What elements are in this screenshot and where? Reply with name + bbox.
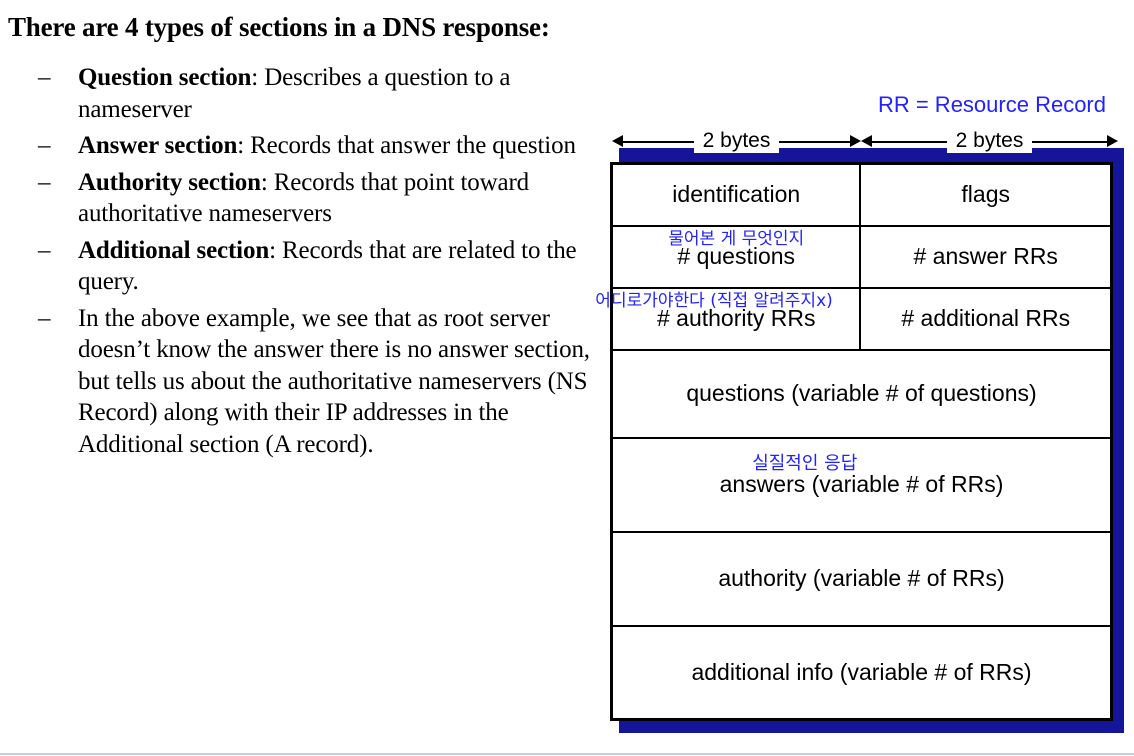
field-label: # additional RRs: [901, 305, 1071, 331]
list-item-text: : Records that point toward authoritativ…: [78, 168, 529, 228]
section-questions: questions (variable # of questions): [610, 348, 1113, 439]
section-additional-info: additional info (variable # of RRs): [610, 624, 1113, 721]
byte-width-label: 2 bytes: [946, 129, 1033, 153]
list-item-text: : Describes a question to a nameserver: [78, 64, 511, 123]
field-label: answers (variable # of RRs): [719, 471, 1004, 497]
table-row: identification flags: [610, 162, 1113, 227]
arrow-left-icon: [612, 135, 623, 147]
rr-legend-label: RR = Resource Record: [877, 92, 1106, 117]
dns-header-table: identification flags 물어본 게 무엇인지 # questi…: [595, 162, 1113, 721]
byte-width-segment-2: 2 bytes: [861, 126, 1118, 156]
byte-width-ruler: 2 bytes 2 bytes: [612, 126, 1118, 156]
table-row: additional info (variable # of RRs): [610, 624, 1113, 721]
field-num-questions: 물어본 게 무엇인지 # questions: [610, 224, 862, 289]
arrow-right-icon: [1107, 135, 1118, 147]
footer-divider: [0, 753, 1134, 755]
field-label: # answer RRs: [913, 243, 1058, 269]
section-answers: 실질적인 응답 answers (variable # of RRs): [610, 436, 1113, 533]
list-item-text: : Records that are related to the query.: [78, 236, 577, 296]
list-item-text: : Records that answer the question: [237, 132, 576, 159]
bullet-dash-icon: –: [38, 304, 51, 332]
field-label: identification: [672, 181, 801, 208]
list-item-label: Question section: [78, 64, 252, 91]
field-label: flags: [961, 181, 1011, 208]
list-item: – In the above example, we see that as r…: [8, 303, 604, 461]
list-item: – Additional section: Records that are r…: [8, 235, 604, 298]
bullet-dash-icon: –: [38, 236, 51, 264]
list-item: – Question section: Describes a question…: [8, 62, 604, 125]
dns-header-table-wrap: identification flags 물어본 게 무엇인지 # questi…: [595, 148, 1124, 733]
byte-width-segment-1: 2 bytes: [612, 126, 861, 156]
arrow-right-icon: [850, 135, 861, 147]
list-item: – Answer section: Records that answer th…: [8, 130, 604, 162]
table-row: 물어본 게 무엇인지 # questions # answer RRs: [610, 224, 1113, 289]
table-row: authority (variable # of RRs): [610, 530, 1113, 627]
bullet-dash-icon: –: [38, 64, 51, 91]
bullet-dash-icon: –: [38, 132, 51, 159]
table-row: questions (variable # of questions): [610, 348, 1113, 439]
field-identification: identification: [610, 162, 862, 227]
arrow-left-icon: [861, 135, 872, 147]
bullet-list: – Question section: Describes a question…: [8, 62, 604, 465]
list-item-text: In the above example, we see that as roo…: [78, 304, 590, 458]
table-row: 실질적인 응답 answers (variable # of RRs): [610, 436, 1113, 533]
bullet-dash-icon: –: [38, 168, 51, 196]
annotation-korean: 물어본 게 무엇인지: [668, 229, 805, 249]
field-label: # questions: [677, 243, 796, 269]
field-label: authority (variable # of RRs): [718, 565, 1005, 591]
list-item: – Authority section: Records that point …: [8, 167, 604, 230]
annotation-korean: 실질적인 응답: [752, 453, 858, 474]
list-item-label: Additional section: [78, 236, 270, 264]
field-num-additional-rrs: # additional RRs: [859, 286, 1113, 351]
list-item-label: Authority section: [78, 168, 261, 196]
annotation-korean: 어디로가야한다 (직접 알려주지x): [595, 291, 833, 311]
section-authority: authority (variable # of RRs): [610, 530, 1113, 627]
field-num-authority-rrs: 어디로가야한다 (직접 알려주지x) # authority RRs: [595, 286, 862, 351]
list-item-label: Answer section: [78, 132, 238, 159]
field-label: # authority RRs: [656, 305, 816, 331]
table-row: 어디로가야한다 (직접 알려주지x) # authority RRs # add…: [595, 286, 1113, 351]
field-num-answer-rrs: # answer RRs: [859, 224, 1113, 289]
field-flags: flags: [859, 162, 1113, 227]
field-label: questions (variable # of questions): [686, 380, 1037, 406]
page-title: There are 4 types of sections in a DNS r…: [8, 12, 550, 42]
byte-width-label: 2 bytes: [693, 129, 780, 153]
field-label: additional info (variable # of RRs): [691, 658, 1032, 685]
